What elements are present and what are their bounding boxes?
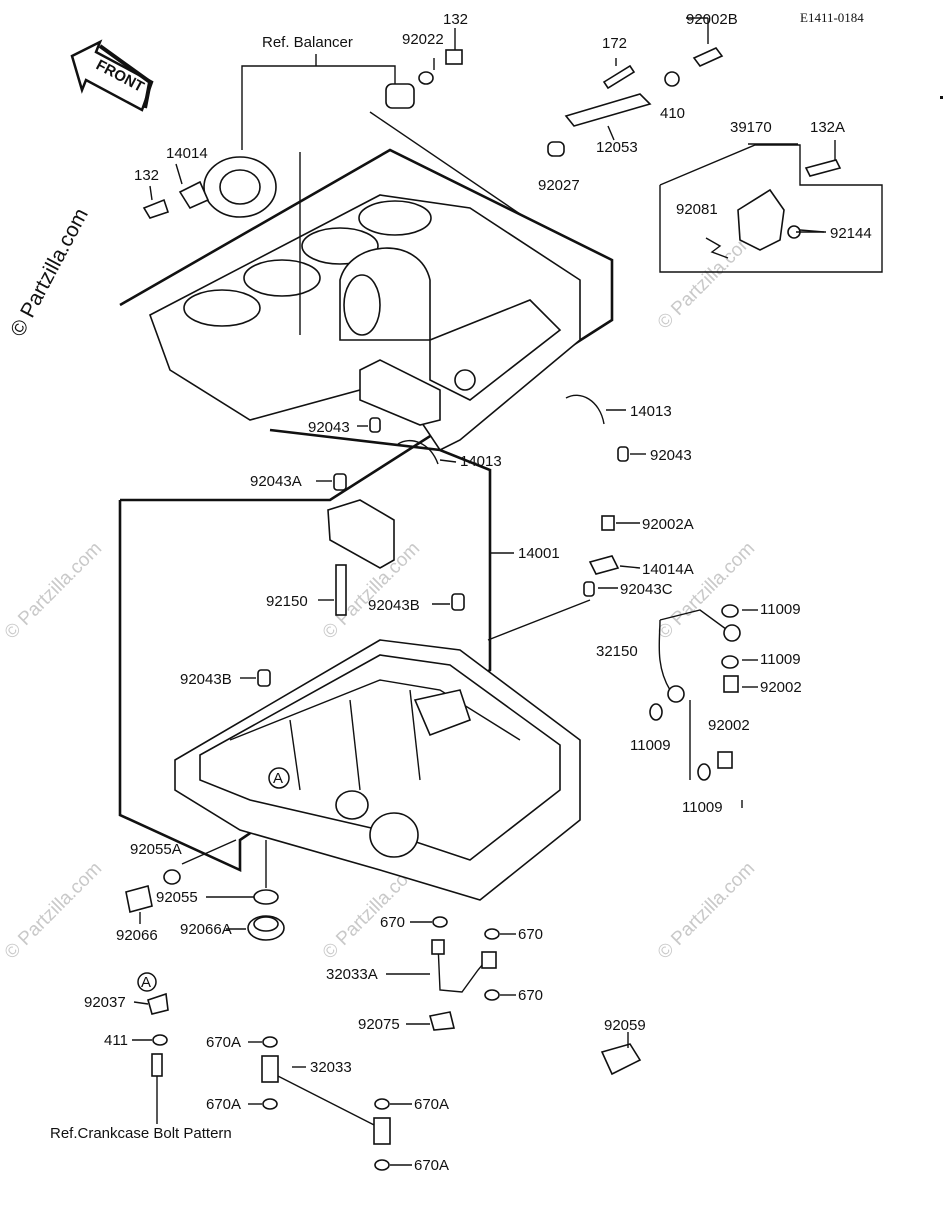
bearings-14013	[357, 394, 646, 465]
part-label[interactable]: 11009	[760, 651, 801, 668]
part-label[interactable]: 92055A	[130, 841, 182, 858]
part-label[interactable]: 92027	[538, 177, 580, 194]
parts-14014	[142, 163, 210, 219]
part-label[interactable]: 92043	[308, 419, 350, 436]
front-arrow: FRONT	[70, 39, 154, 112]
part-label[interactable]: 92075	[358, 1016, 400, 1033]
part-label[interactable]: 132	[134, 167, 159, 184]
part-label[interactable]: 39170	[730, 119, 772, 136]
part-label[interactable]: 92043	[650, 447, 692, 464]
watermark: © Partzilla.com	[654, 858, 759, 963]
part-label[interactable]: 92059	[604, 1017, 646, 1034]
diagram-code: E1411-0184	[800, 10, 864, 25]
ref-balancer-label: Ref. Balancer	[262, 34, 353, 51]
part-label[interactable]: 411	[104, 1032, 128, 1049]
part-label[interactable]: 670	[518, 926, 543, 943]
part-label[interactable]: 12053	[596, 139, 638, 156]
part-label[interactable]: 92144	[830, 225, 872, 242]
part-label[interactable]: 670A	[414, 1157, 449, 1174]
part-label[interactable]: 92066	[116, 927, 158, 944]
marker-a-label: A	[273, 770, 283, 787]
watermark: © Partzilla.com	[654, 228, 759, 333]
part-label[interactable]: 32033	[310, 1059, 352, 1076]
leader-lines	[132, 58, 836, 1166]
part-label[interactable]: 132	[443, 11, 468, 28]
marker-a-case: A	[268, 767, 290, 789]
part-label[interactable]: 410	[660, 105, 685, 122]
part-label[interactable]: 11009	[760, 601, 801, 618]
oil-pipe-parts	[583, 515, 758, 781]
pipe-32033	[261, 1036, 391, 1171]
part-label[interactable]: 32150	[596, 643, 638, 660]
ref-bolt-pattern-label: Ref.Crankcase Bolt Pattern	[50, 1125, 232, 1142]
part-label[interactable]: 14013	[460, 453, 502, 470]
block-parts	[240, 473, 465, 687]
part-label[interactable]: 670	[518, 987, 543, 1004]
part-label[interactable]: 92043C	[620, 581, 673, 598]
part-label[interactable]: 92002B	[686, 11, 738, 28]
part-92059	[600, 1040, 642, 1076]
part-label[interactable]: 92043B	[368, 597, 420, 614]
speck	[940, 96, 943, 99]
watermark: © Partzilla.com	[1, 538, 106, 643]
part-label[interactable]: 132A	[810, 119, 845, 136]
part-labels: 132 92022 172 92002B 410 12053 92027 391…	[50, 11, 872, 1174]
bolt-pattern-parts: A	[137, 972, 169, 1124]
part-label[interactable]: 670	[380, 914, 405, 931]
part-label[interactable]: 11009	[682, 799, 723, 816]
ref-balancer-bracket: Ref. Balancer	[241, 34, 396, 150]
part-label[interactable]: 92022	[402, 31, 444, 48]
part-label[interactable]: 32033A	[326, 966, 378, 983]
pipe-32033A	[428, 916, 500, 1031]
part-label[interactable]: 14001	[518, 545, 560, 562]
upper-crankcase	[119, 111, 614, 502]
part-label[interactable]: 670A	[414, 1096, 449, 1113]
part-label[interactable]: 11009	[630, 737, 671, 754]
drain-parts	[125, 839, 285, 941]
watermark-main: © Partzilla.com	[6, 205, 93, 341]
part-label[interactable]: 92043A	[250, 473, 302, 490]
part-label[interactable]: 92002	[708, 717, 750, 734]
balancer-bearing	[203, 71, 434, 218]
part-label[interactable]: 92066A	[180, 921, 232, 938]
part-label[interactable]: 14014A	[642, 561, 694, 578]
part-label[interactable]: 92081	[676, 201, 718, 218]
lower-crankcase	[118, 428, 591, 901]
part-label[interactable]: 92055	[156, 889, 198, 906]
assembly-39170	[659, 144, 883, 273]
top-parts	[445, 17, 724, 157]
part-label[interactable]: 92150	[266, 593, 308, 610]
part-label[interactable]: 14013	[630, 403, 672, 420]
watermark: © Partzilla.com	[1, 858, 106, 963]
part-label[interactable]: 92037	[84, 994, 126, 1011]
part-label[interactable]: 14014	[166, 145, 208, 162]
part-label[interactable]: 670A	[206, 1096, 241, 1113]
part-label[interactable]: 92002A	[642, 516, 694, 533]
part-label[interactable]: 92043B	[180, 671, 232, 688]
marker-a-label-2: A	[141, 974, 151, 991]
part-label[interactable]: 92002	[760, 679, 802, 696]
part-label[interactable]: 172	[602, 35, 627, 52]
part-label[interactable]: 670A	[206, 1034, 241, 1051]
